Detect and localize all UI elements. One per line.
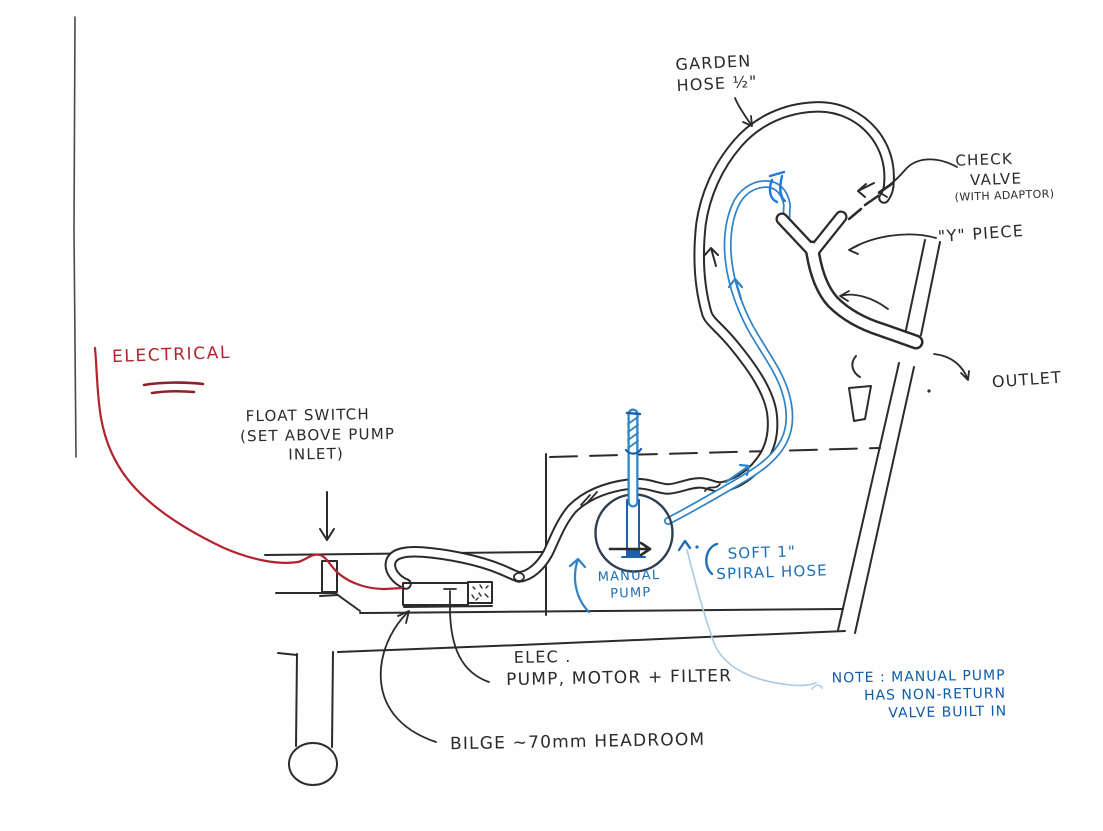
flow-arrows xyxy=(568,247,751,614)
manual-pump-label: MANUAL PUMP xyxy=(597,568,661,604)
blue-flow-arrow-up xyxy=(727,277,744,301)
float-switch xyxy=(319,560,339,597)
pump-handle-collar xyxy=(624,447,643,455)
hose-fitting xyxy=(513,572,525,582)
electrical-underline xyxy=(142,381,205,395)
float-switch-base-tick xyxy=(319,594,339,597)
manual-pump-label-line2: PUMP xyxy=(610,585,652,602)
bilge-leader xyxy=(379,610,437,743)
keel-bulb xyxy=(288,742,338,786)
check-valve-leader xyxy=(878,158,958,198)
float-switch-label-line2: (SET ABOVE PUMP xyxy=(239,424,396,445)
electric-pump xyxy=(402,581,493,608)
manual-pump-label-line1: MANUAL xyxy=(597,567,661,586)
elec-pump-label: ELEC . PUMP, MOTOR + FILTER xyxy=(506,644,733,691)
soft-hose-caret xyxy=(677,539,692,552)
waterline-dashed xyxy=(549,447,881,458)
spiral-hose-bore xyxy=(665,181,792,524)
transom-inner-line xyxy=(837,239,926,631)
filter-speckles xyxy=(471,584,489,601)
left-border-line xyxy=(73,16,77,458)
y-right-arm-bore xyxy=(808,212,846,257)
manual-pump xyxy=(594,408,674,573)
soft-hose-marks xyxy=(677,539,719,576)
pump-shaft-foot xyxy=(628,548,639,558)
outlet-through-hull xyxy=(848,355,872,422)
soft-hose-label: SOFT 1" SPIRAL HOSE xyxy=(716,541,828,583)
outlet-leader-arrow xyxy=(933,353,970,381)
float-switch-arrow xyxy=(319,491,335,541)
hull-bottom-line xyxy=(337,630,846,653)
electrical-label: ELECTRICAL xyxy=(111,342,232,368)
elec-pump-label-line2: PUMP, MOTOR + FILTER xyxy=(506,665,733,690)
hose-end-arrow xyxy=(857,182,875,198)
keel-right-line xyxy=(331,651,334,748)
y-piece-leader xyxy=(848,233,937,255)
pump-handle-hatch xyxy=(627,416,639,449)
hose-squiggle-fitting xyxy=(704,483,721,492)
pump-handle-cap xyxy=(625,411,642,416)
filter-box xyxy=(467,581,493,604)
transom-outer-line xyxy=(854,241,941,634)
soft-hose-dot xyxy=(695,545,699,549)
blue-flow-arrow-diagonal xyxy=(724,463,751,484)
soft-hose-bracket xyxy=(705,542,719,576)
note-label-line3: VALVE BUILT IN xyxy=(888,703,1008,722)
keel-tick xyxy=(277,652,298,656)
y-stem-outlet-bore xyxy=(807,243,921,347)
outlet-drip-squiggle xyxy=(851,355,861,378)
soft-hose-label-line2: SPIRAL HOSE xyxy=(716,560,829,583)
hull-structure xyxy=(73,16,941,786)
outlet-curl-arrow xyxy=(839,290,889,310)
lower-shelf-line xyxy=(275,592,361,612)
y-piece xyxy=(775,210,924,350)
elec-pump-leader xyxy=(443,588,490,683)
electric-pump-box xyxy=(402,582,469,606)
electrical-wire-path xyxy=(93,346,404,591)
pump-flow-arrow xyxy=(608,541,652,557)
note-label: NOTE : MANUAL PUMP HAS NON-RETURN VALVE … xyxy=(832,666,1008,724)
bilge-sole-line xyxy=(359,608,844,614)
float-switch-label: FLOAT SWITCH (SET ABOVE PUMP INLET) xyxy=(240,405,396,466)
float-switch-label-line3: INLET) xyxy=(288,444,345,464)
garden-hose-label-line2: HOSE ½" xyxy=(676,71,759,95)
hose-flow-arrow-up xyxy=(703,247,719,267)
electrical-wire xyxy=(93,346,404,591)
note-leader xyxy=(686,549,823,690)
blue-suction-arrow xyxy=(568,557,591,614)
outlet-leader-dot xyxy=(927,389,931,393)
spiral-hose xyxy=(664,170,794,525)
hose-clamp-marks xyxy=(580,491,598,506)
leader-lines xyxy=(319,97,970,743)
garden-hose-label: GARDEN HOSE ½" xyxy=(675,51,758,97)
float-switch-body xyxy=(321,560,338,593)
garden-hose-arrow xyxy=(734,97,753,127)
bilge-label: BILGE ~70mm HEADROOM xyxy=(449,729,706,755)
float-switch-label-line1: FLOAT SWITCH xyxy=(245,405,371,426)
pump-box-base xyxy=(403,605,493,608)
check-valve-label: CHECK VALVE (WITH ADAPTOR) xyxy=(954,148,1055,205)
pump-shaft-lines xyxy=(621,499,646,558)
spiral-hose-connector xyxy=(768,170,787,204)
keel-left-line xyxy=(295,653,298,747)
outlet-spout xyxy=(848,385,872,422)
